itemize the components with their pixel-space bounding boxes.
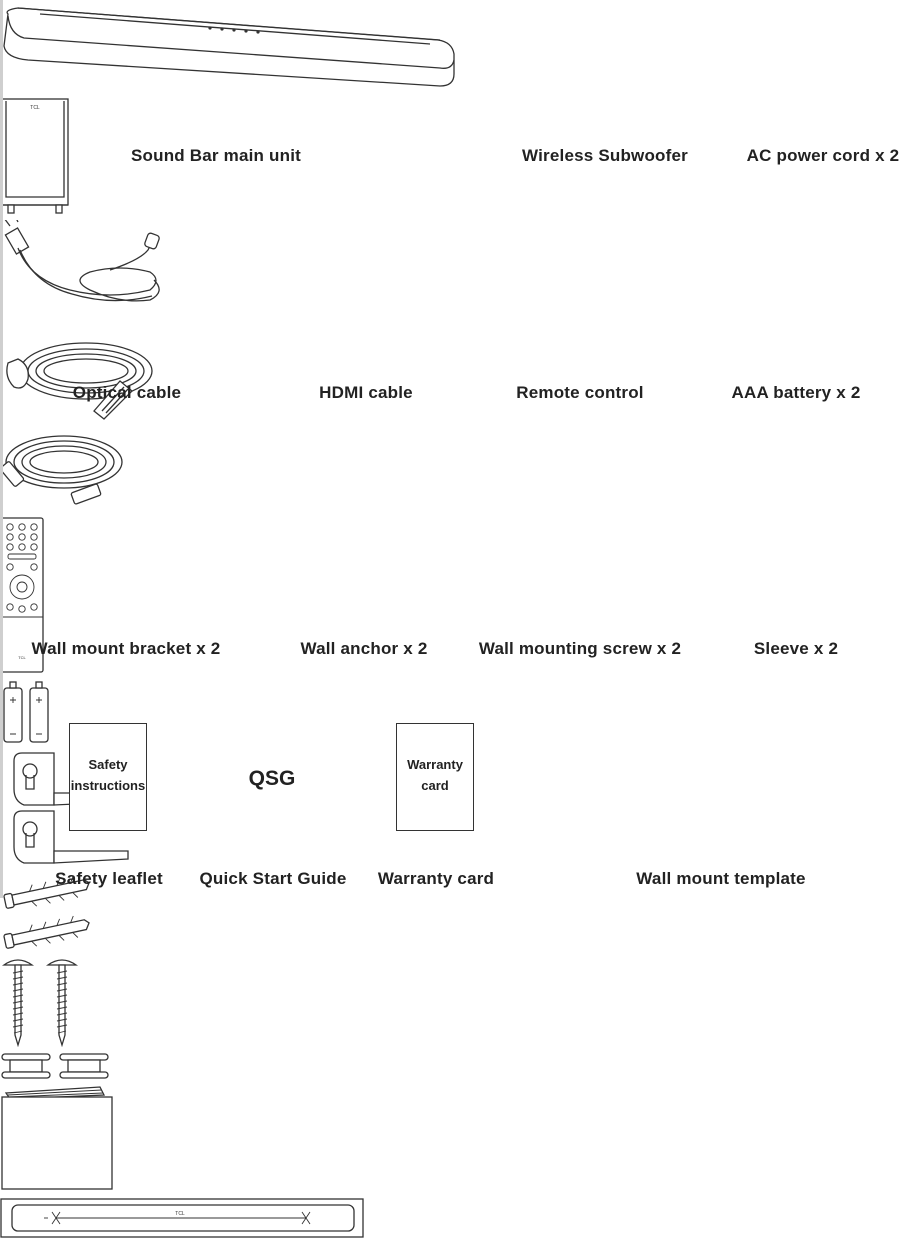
template-brand: TCL (175, 1211, 185, 1217)
item-wall-screw: Wall mounting screw x 2 (0, 639, 907, 1052)
item-quick-start-guide: QSG Quick Start Guide (0, 767, 907, 1198)
caption-sleeve: Sleeve x 2 (753, 639, 839, 658)
remote-illustration: TCL (0, 517, 44, 673)
warranty-card-text-2: card (421, 778, 449, 793)
caption-wall-anchor: Wall anchor x 2 (300, 639, 428, 658)
qsg-booklet-illustration (1, 1086, 113, 1190)
caption-sound-bar: Sound Bar main unit (130, 146, 302, 165)
remote-brand: TCL (18, 655, 26, 660)
item-remote: TCL Remote control (0, 383, 907, 678)
item-hdmi-cable: HDMI cable (0, 383, 907, 517)
warranty-card-illustration: Warranty card (396, 723, 474, 831)
caption-safety-leaflet: Safety leaflet (55, 869, 163, 888)
subwoofer-brand: TCL (30, 105, 40, 111)
safety-leaflet-illustration: Safety instructions (69, 723, 147, 831)
caption-warranty-card: Warranty card (377, 869, 495, 888)
item-batteries: AAA battery x 2 (0, 383, 907, 749)
caption-wall-bracket: Wall mount bracket x 2 (31, 639, 221, 658)
caption-remote: Remote control (516, 383, 644, 402)
item-optical-cable: Optical cable (0, 333, 907, 428)
caption-quick-start-guide: Quick Start Guide (199, 869, 347, 888)
warranty-card-text-1: Warranty (407, 757, 463, 772)
item-sleeve: Sleeve x 2 (0, 639, 907, 1085)
optical-cable-illustration (6, 342, 153, 420)
caption-wall-screw: Wall mounting screw x 2 (478, 639, 682, 658)
subwoofer-illustration: TCL (1, 98, 69, 214)
caption-hdmi-cable: HDMI cable (319, 383, 413, 402)
caption-subwoofer: Wireless Subwoofer (522, 146, 688, 165)
safety-leaflet-text-1: Safety (88, 757, 128, 772)
power-cord-illustration (3, 213, 160, 302)
hdmi-cable-illustration (0, 435, 123, 505)
wall-screw-illustration (1, 959, 79, 1048)
safety-leaflet-text-2: instructions (70, 778, 146, 793)
qsg-text: QSG (248, 767, 296, 790)
batteries-illustration (3, 681, 49, 743)
sleeve-illustration (1, 1053, 109, 1079)
sound-bar-illustration (3, 7, 455, 87)
item-power-cord: AC power cord x 2 (0, 146, 907, 333)
caption-wall-mount-template: Wall mount template (636, 869, 806, 888)
caption-batteries: AAA battery x 2 (731, 383, 861, 402)
item-sound-bar: Sound Bar main unit (0, 0, 907, 165)
caption-power-cord: AC power cord x 2 (746, 146, 900, 165)
caption-optical-cable: Optical cable (72, 383, 182, 402)
wall-mount-template-illustration: TCL (0, 1198, 364, 1238)
page-edge (0, 0, 3, 898)
item-subwoofer: TCL Wireless Subwoofer (0, 97, 907, 220)
item-wall-mount-template: TCL Wall mount template (0, 869, 907, 1243)
